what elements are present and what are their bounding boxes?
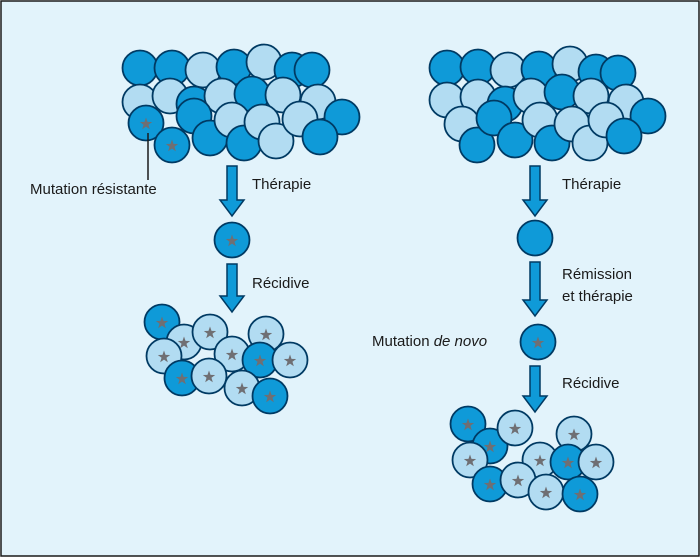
dark-cell (121, 49, 159, 87)
down-arrow-icon (521, 365, 549, 414)
label-mutation-prefix: Mutation (372, 333, 434, 350)
dark-cell (293, 51, 331, 89)
label-remission: Rémission (562, 266, 632, 283)
label-recidive-right: Récidive (562, 375, 620, 392)
label-mutation-de-novo: Mutation de novo (372, 333, 487, 350)
right-recurrence (449, 405, 615, 513)
label-recidive-left: Récidive (252, 275, 310, 292)
dark-cell (428, 49, 466, 87)
cells-layer (121, 43, 667, 513)
label-et-therapie: et thérapie (562, 288, 633, 305)
right-remission-cell (516, 219, 554, 257)
down-arrow-icon (521, 165, 549, 218)
dark-cell (301, 118, 339, 156)
down-arrow-icon (218, 165, 246, 218)
down-arrow-icon (218, 263, 246, 314)
left-recurrence (143, 303, 309, 415)
left-tumor (121, 43, 361, 164)
label-mutation-resistante: Mutation résistante (30, 181, 157, 198)
label-therapie-right: Thérapie (562, 176, 621, 193)
right-de-novo-cell (519, 323, 557, 361)
dark-cell (458, 126, 496, 164)
dark-cell (516, 219, 554, 257)
dark-cell (605, 117, 643, 155)
dark-cell (496, 121, 534, 159)
arrows-layer (218, 165, 549, 414)
down-arrow-icon (521, 261, 549, 318)
label-therapie-left: Thérapie (252, 176, 311, 193)
label-de-novo: de novo (434, 333, 487, 350)
dark-cell (629, 97, 667, 135)
light-cell (257, 122, 295, 160)
left-surviving-cell (213, 221, 251, 259)
right-tumor (428, 45, 667, 164)
